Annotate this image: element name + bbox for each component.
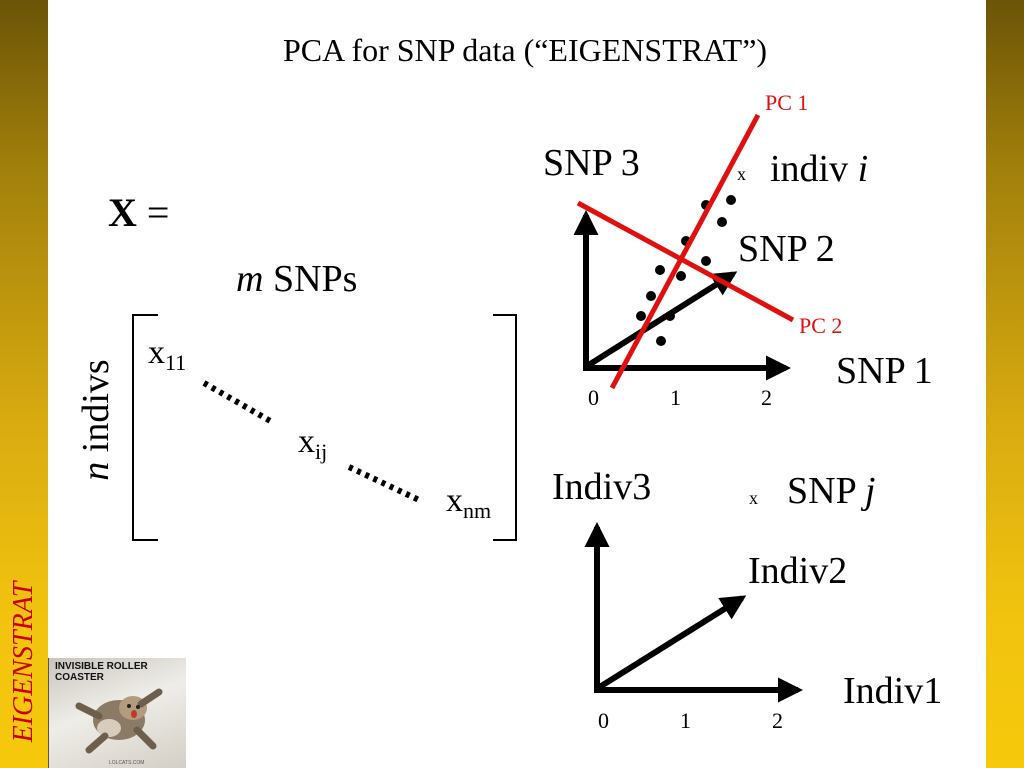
top-legend: indiv i xyxy=(770,150,868,188)
bottom-x-axis-label: Indiv1 xyxy=(843,670,943,712)
data-point xyxy=(701,256,711,266)
top-legend-text: indiv xyxy=(770,148,858,190)
matrix-entry-middle: xij xyxy=(298,423,327,463)
matrix-entry-sub: nm xyxy=(463,498,492,523)
bottom-legend-marker: x xyxy=(749,488,758,508)
bottom-legend: SNP j xyxy=(787,472,875,510)
data-point xyxy=(636,311,646,321)
data-point xyxy=(676,271,686,281)
matrix-symbol: X xyxy=(108,190,137,235)
top-y-axis-label: SNP 3 xyxy=(543,142,640,184)
matrix-dots-lower xyxy=(347,464,421,503)
pc2-label: PC 2 xyxy=(799,313,843,338)
equals-sign: = xyxy=(146,190,170,235)
top-legend-variable: i xyxy=(857,148,869,190)
pc1-label: PC 1 xyxy=(765,90,809,115)
top-diagonal-axis-label: SNP 2 xyxy=(738,228,835,270)
right-decorative-band xyxy=(986,0,1024,768)
data-point xyxy=(726,195,736,205)
photo-caption-line1: INVISIBLE ROLLER xyxy=(55,661,148,672)
top-legend-marker: x xyxy=(737,164,746,184)
slide-title: PCA for SNP data (“EIGENSTRAT”) xyxy=(282,32,768,68)
bottom-tick-0: 0 xyxy=(598,708,609,733)
columns-text: SNPs xyxy=(263,258,358,300)
matrix-right-bracket xyxy=(493,314,517,541)
data-point xyxy=(717,217,727,227)
matrix-entry-sub: ij xyxy=(315,439,328,464)
top-tick-2: 2 xyxy=(761,385,772,410)
data-point xyxy=(655,265,665,275)
bottom-tick-2: 2 xyxy=(772,708,783,733)
matrix-dots-upper xyxy=(202,380,274,425)
photo-caption-line2: COASTER xyxy=(55,672,104,683)
photo-caption: INVISIBLE ROLLER COASTER xyxy=(55,661,148,683)
bottom-legend-text: SNP xyxy=(787,470,865,512)
data-point xyxy=(665,311,675,321)
top-x-axis-label: SNP 1 xyxy=(836,350,933,392)
data-point xyxy=(646,291,656,301)
photo-footer: LOLCATS.COM xyxy=(109,760,145,766)
matrix-entry-sub: 11 xyxy=(165,350,187,375)
bottom-tick-1: 1 xyxy=(680,708,691,733)
pc2-line xyxy=(576,200,795,323)
matrix-entry-base: x xyxy=(148,334,165,371)
matrix-entry-base: x xyxy=(298,423,315,460)
left-decorative-band xyxy=(0,0,48,768)
matrix-entry-last: xnm xyxy=(446,482,491,522)
bottom-legend-variable: j xyxy=(864,470,876,512)
bottom-y-axis-label: Indiv3 xyxy=(552,466,652,508)
matrix-definition: X = xyxy=(108,193,169,233)
top-tick-1: 1 xyxy=(670,385,681,410)
pc1-line xyxy=(609,113,761,390)
top-tick-0: 0 xyxy=(588,385,599,410)
data-point xyxy=(656,336,666,346)
bottom-diagonal-axis-label: Indiv2 xyxy=(748,550,848,592)
data-points xyxy=(636,195,736,346)
bottom-diagonal-axis xyxy=(596,595,747,691)
matrix-entry-first: x11 xyxy=(148,334,186,374)
cat-photo: INVISIBLE ROLLER COASTER LOLCATS.COM xyxy=(48,658,186,768)
columns-variable: m xyxy=(236,258,264,300)
columns-label: m SNPs xyxy=(236,260,357,298)
cat-illustration xyxy=(75,688,163,754)
matrix-entry-base: x xyxy=(446,482,463,519)
matrix-left-bracket xyxy=(132,314,158,541)
top-diagonal-axis xyxy=(585,271,738,369)
